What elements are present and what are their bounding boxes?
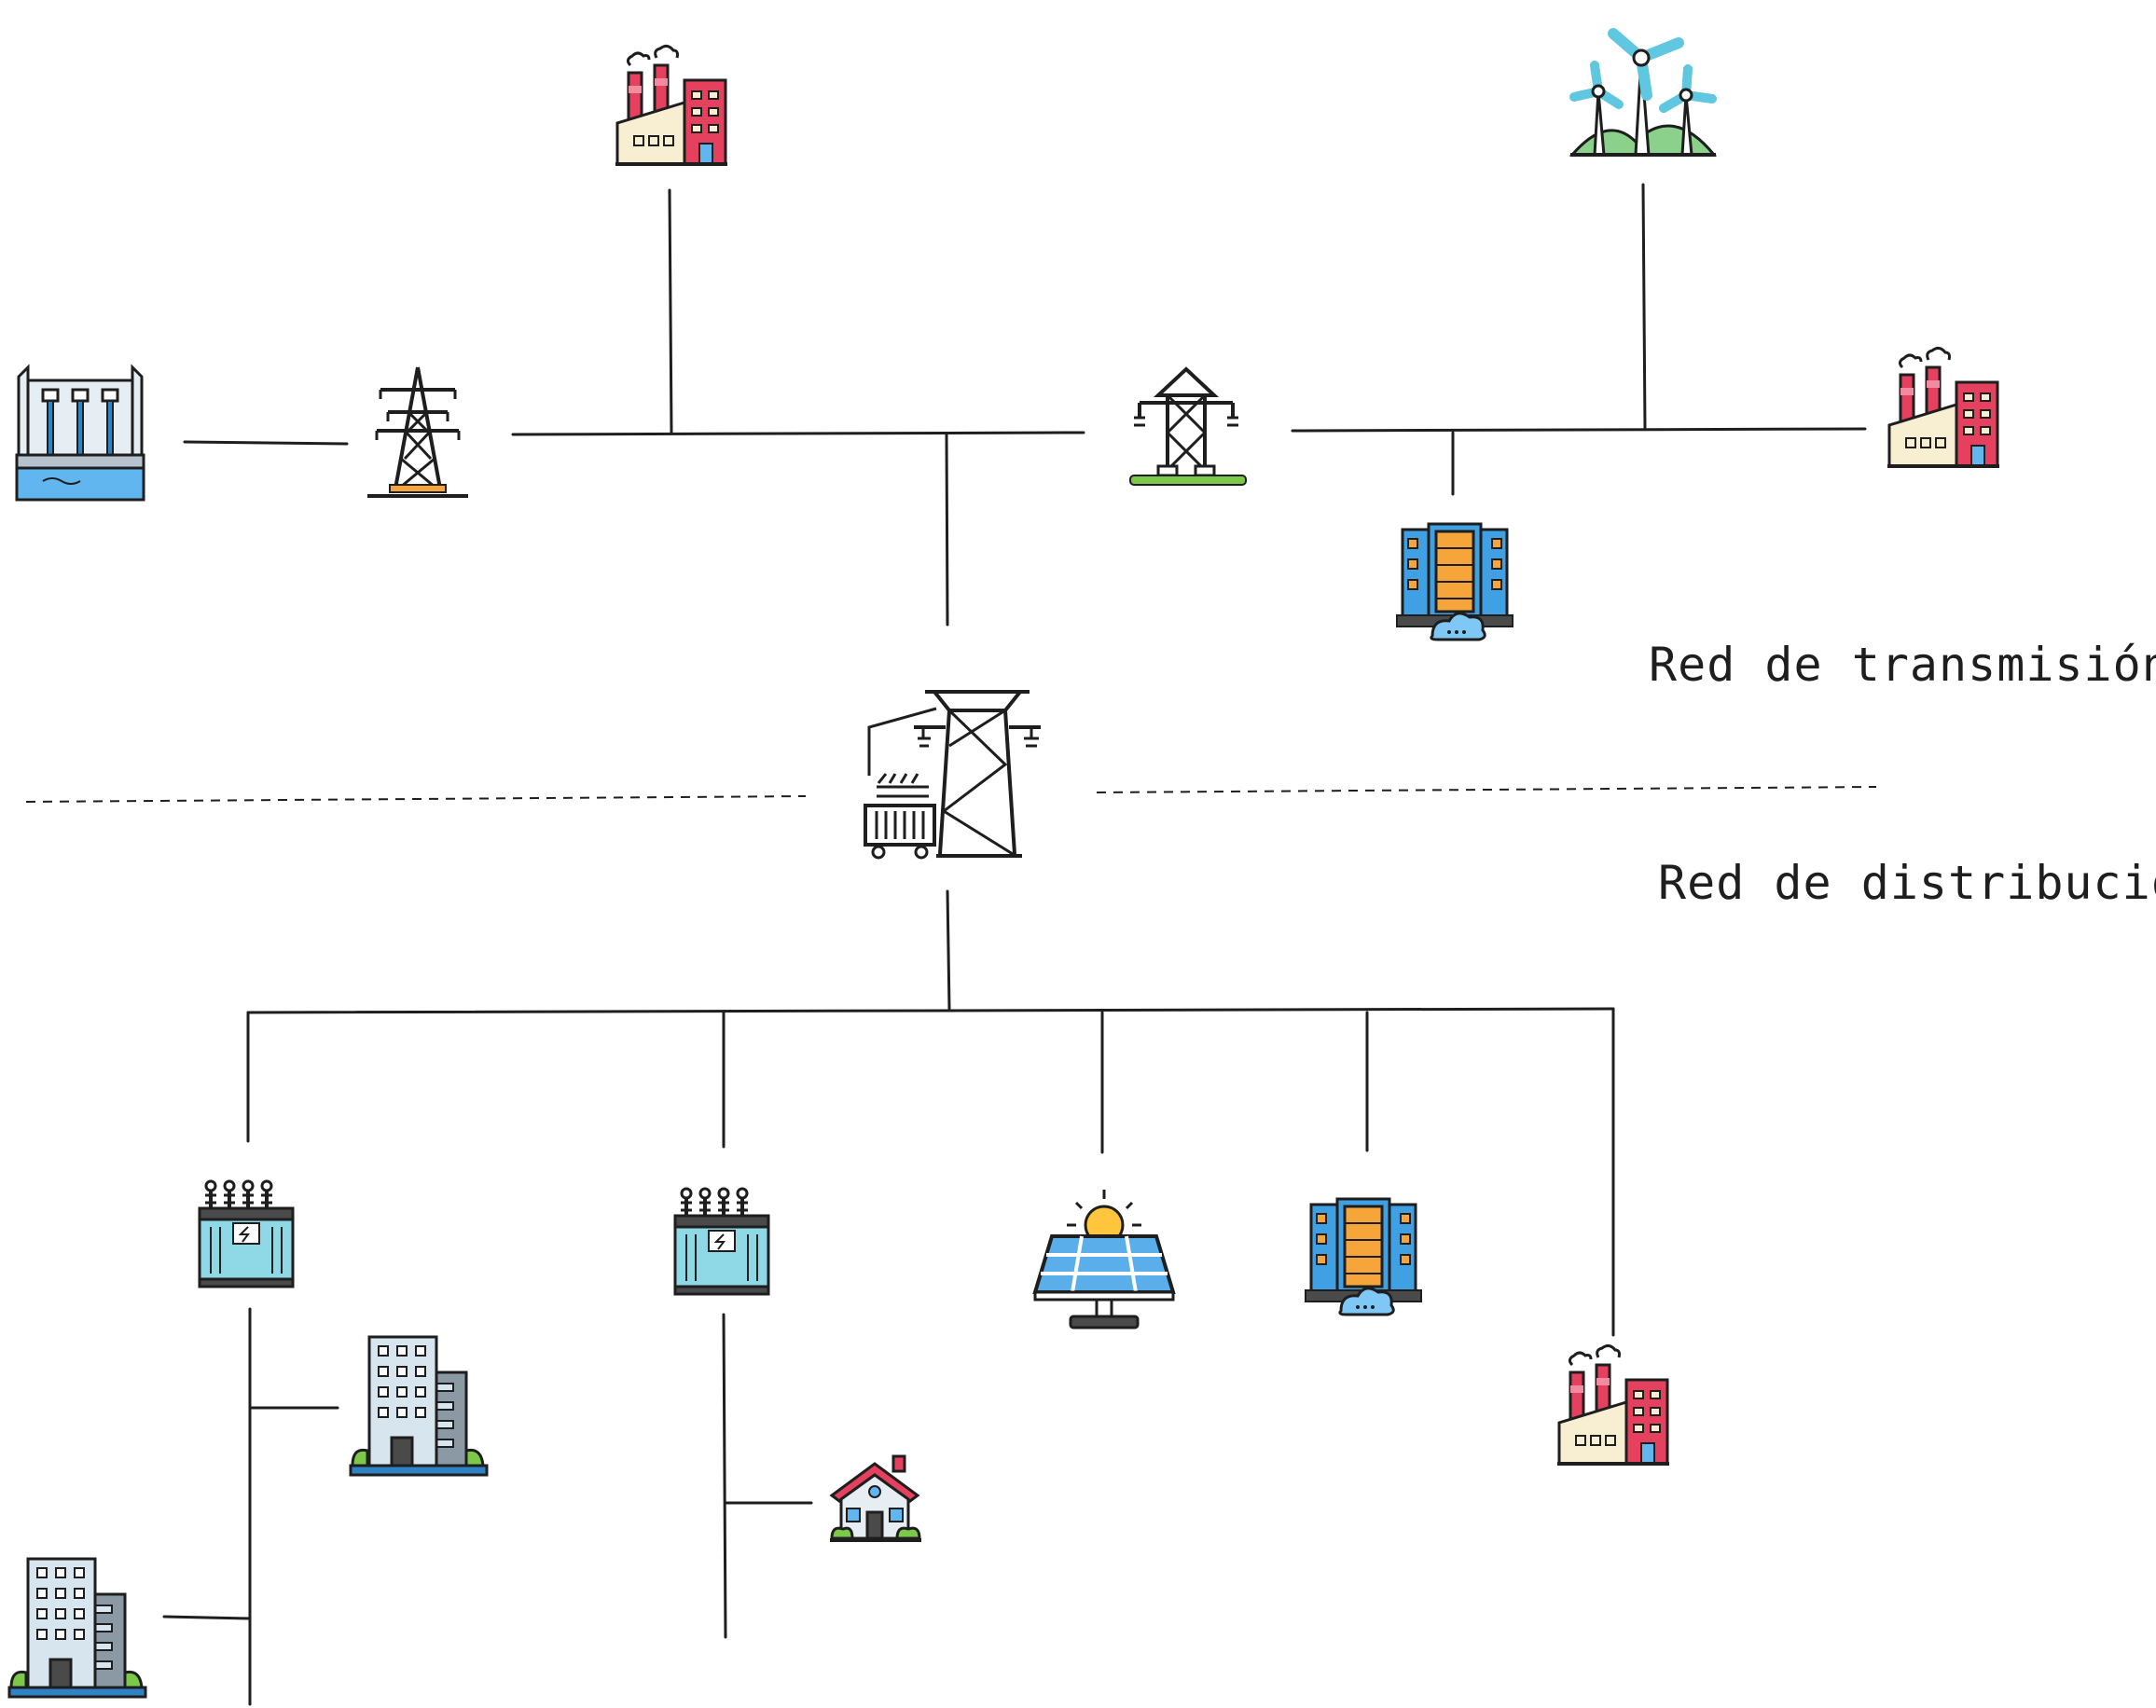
connection-lines xyxy=(162,183,1867,1706)
main-substation-icon xyxy=(864,690,1043,860)
line-factory-top-drop xyxy=(668,188,673,434)
office-building-icon xyxy=(7,1557,147,1699)
factory-icon xyxy=(1886,346,2001,468)
line-distribution-bus xyxy=(246,1007,1615,1014)
line-branch-office-2 xyxy=(162,1615,252,1620)
factory-icon xyxy=(1555,1343,1671,1466)
solar-panel-icon xyxy=(1033,1188,1175,1329)
hydro-dam-icon xyxy=(15,365,145,502)
network-separator xyxy=(25,786,1877,803)
line-transmission-bus-right xyxy=(1291,427,1867,433)
line-transmission-bus-left xyxy=(511,431,1085,436)
data-center-icon xyxy=(1395,522,1514,641)
substation-tower-icon xyxy=(1128,367,1248,487)
factory-icon xyxy=(614,44,729,166)
distribution-network-label: Red de distribución xyxy=(1658,856,2156,910)
line-main-substation-down xyxy=(946,889,951,1011)
wind-turbines-icon xyxy=(1570,34,1716,155)
transmission-tower-icon xyxy=(366,365,470,498)
line-dam-tower xyxy=(183,440,349,446)
line-trafo-2-down xyxy=(722,1313,727,1639)
distribution-transformer-icon xyxy=(673,1187,770,1296)
house-icon xyxy=(828,1454,923,1542)
line-wind-drop xyxy=(1641,183,1647,431)
data-center-icon xyxy=(1304,1197,1423,1316)
distribution-transformer-icon xyxy=(198,1179,295,1288)
separator-right xyxy=(1096,786,1877,793)
office-building-icon xyxy=(349,1335,489,1477)
separator-left xyxy=(25,795,807,803)
transmission-network-label: Red de transmisión xyxy=(1649,638,2156,692)
